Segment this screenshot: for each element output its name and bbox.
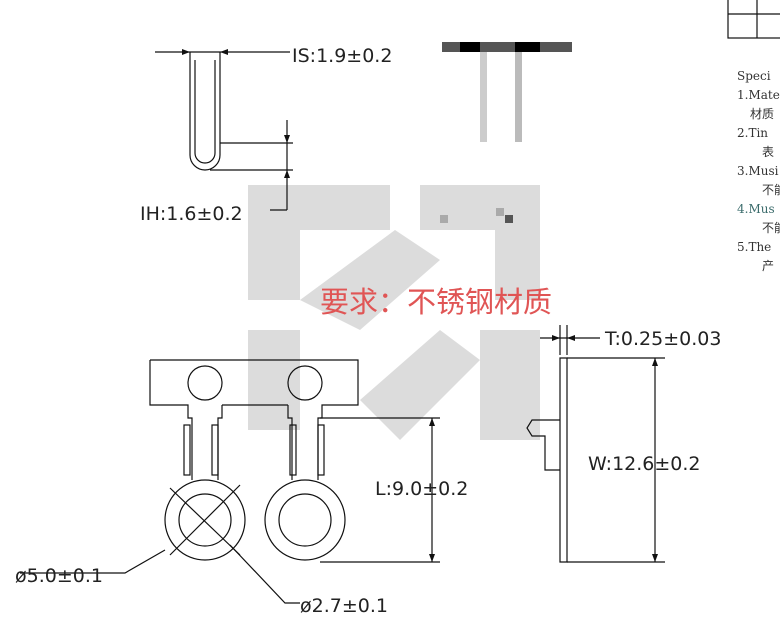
thickness-dimension-label: T:0.25±0.03 [604, 328, 721, 350]
spec-line: 不能 [762, 221, 780, 235]
width-dimension-label: W:12.6±0.2 [588, 453, 701, 475]
title-block [727, 0, 780, 39]
material-requirement-note: 要求：不锈钢材质 [320, 285, 552, 319]
watermark-logo [248, 185, 540, 440]
spec-notes: Speci 1.Mate 材质 2.Tin 表 3.Musi 不能 4.Mus … [737, 69, 780, 273]
outer-diameter-label: ø5.0±0.1 [15, 565, 103, 587]
spec-line: 产 [762, 259, 774, 273]
spec-line: 材质 [750, 107, 774, 121]
spec-line: 4.Mus [737, 202, 775, 216]
length-dimension-label: L:9.0±0.2 [375, 478, 468, 500]
is-dimension-label: IS:1.9±0.2 [292, 45, 392, 67]
top-view-blurred [440, 42, 572, 223]
spec-line: 2.Tin [737, 126, 768, 140]
spec-line: 3.Musi [737, 164, 779, 178]
spec-title: Speci [737, 69, 771, 83]
front-view [20, 359, 440, 604]
side-view [526, 325, 665, 563]
spec-line: 表 [762, 145, 774, 159]
u-profile-view [155, 49, 293, 211]
inner-diameter-label: ø2.7±0.1 [300, 595, 388, 617]
spec-line: 不能 [762, 183, 780, 197]
ih-dimension-label: IH:1.6±0.2 [140, 203, 243, 225]
spec-line: 5.The [737, 240, 771, 254]
spec-line: 1.Mate [737, 88, 780, 102]
